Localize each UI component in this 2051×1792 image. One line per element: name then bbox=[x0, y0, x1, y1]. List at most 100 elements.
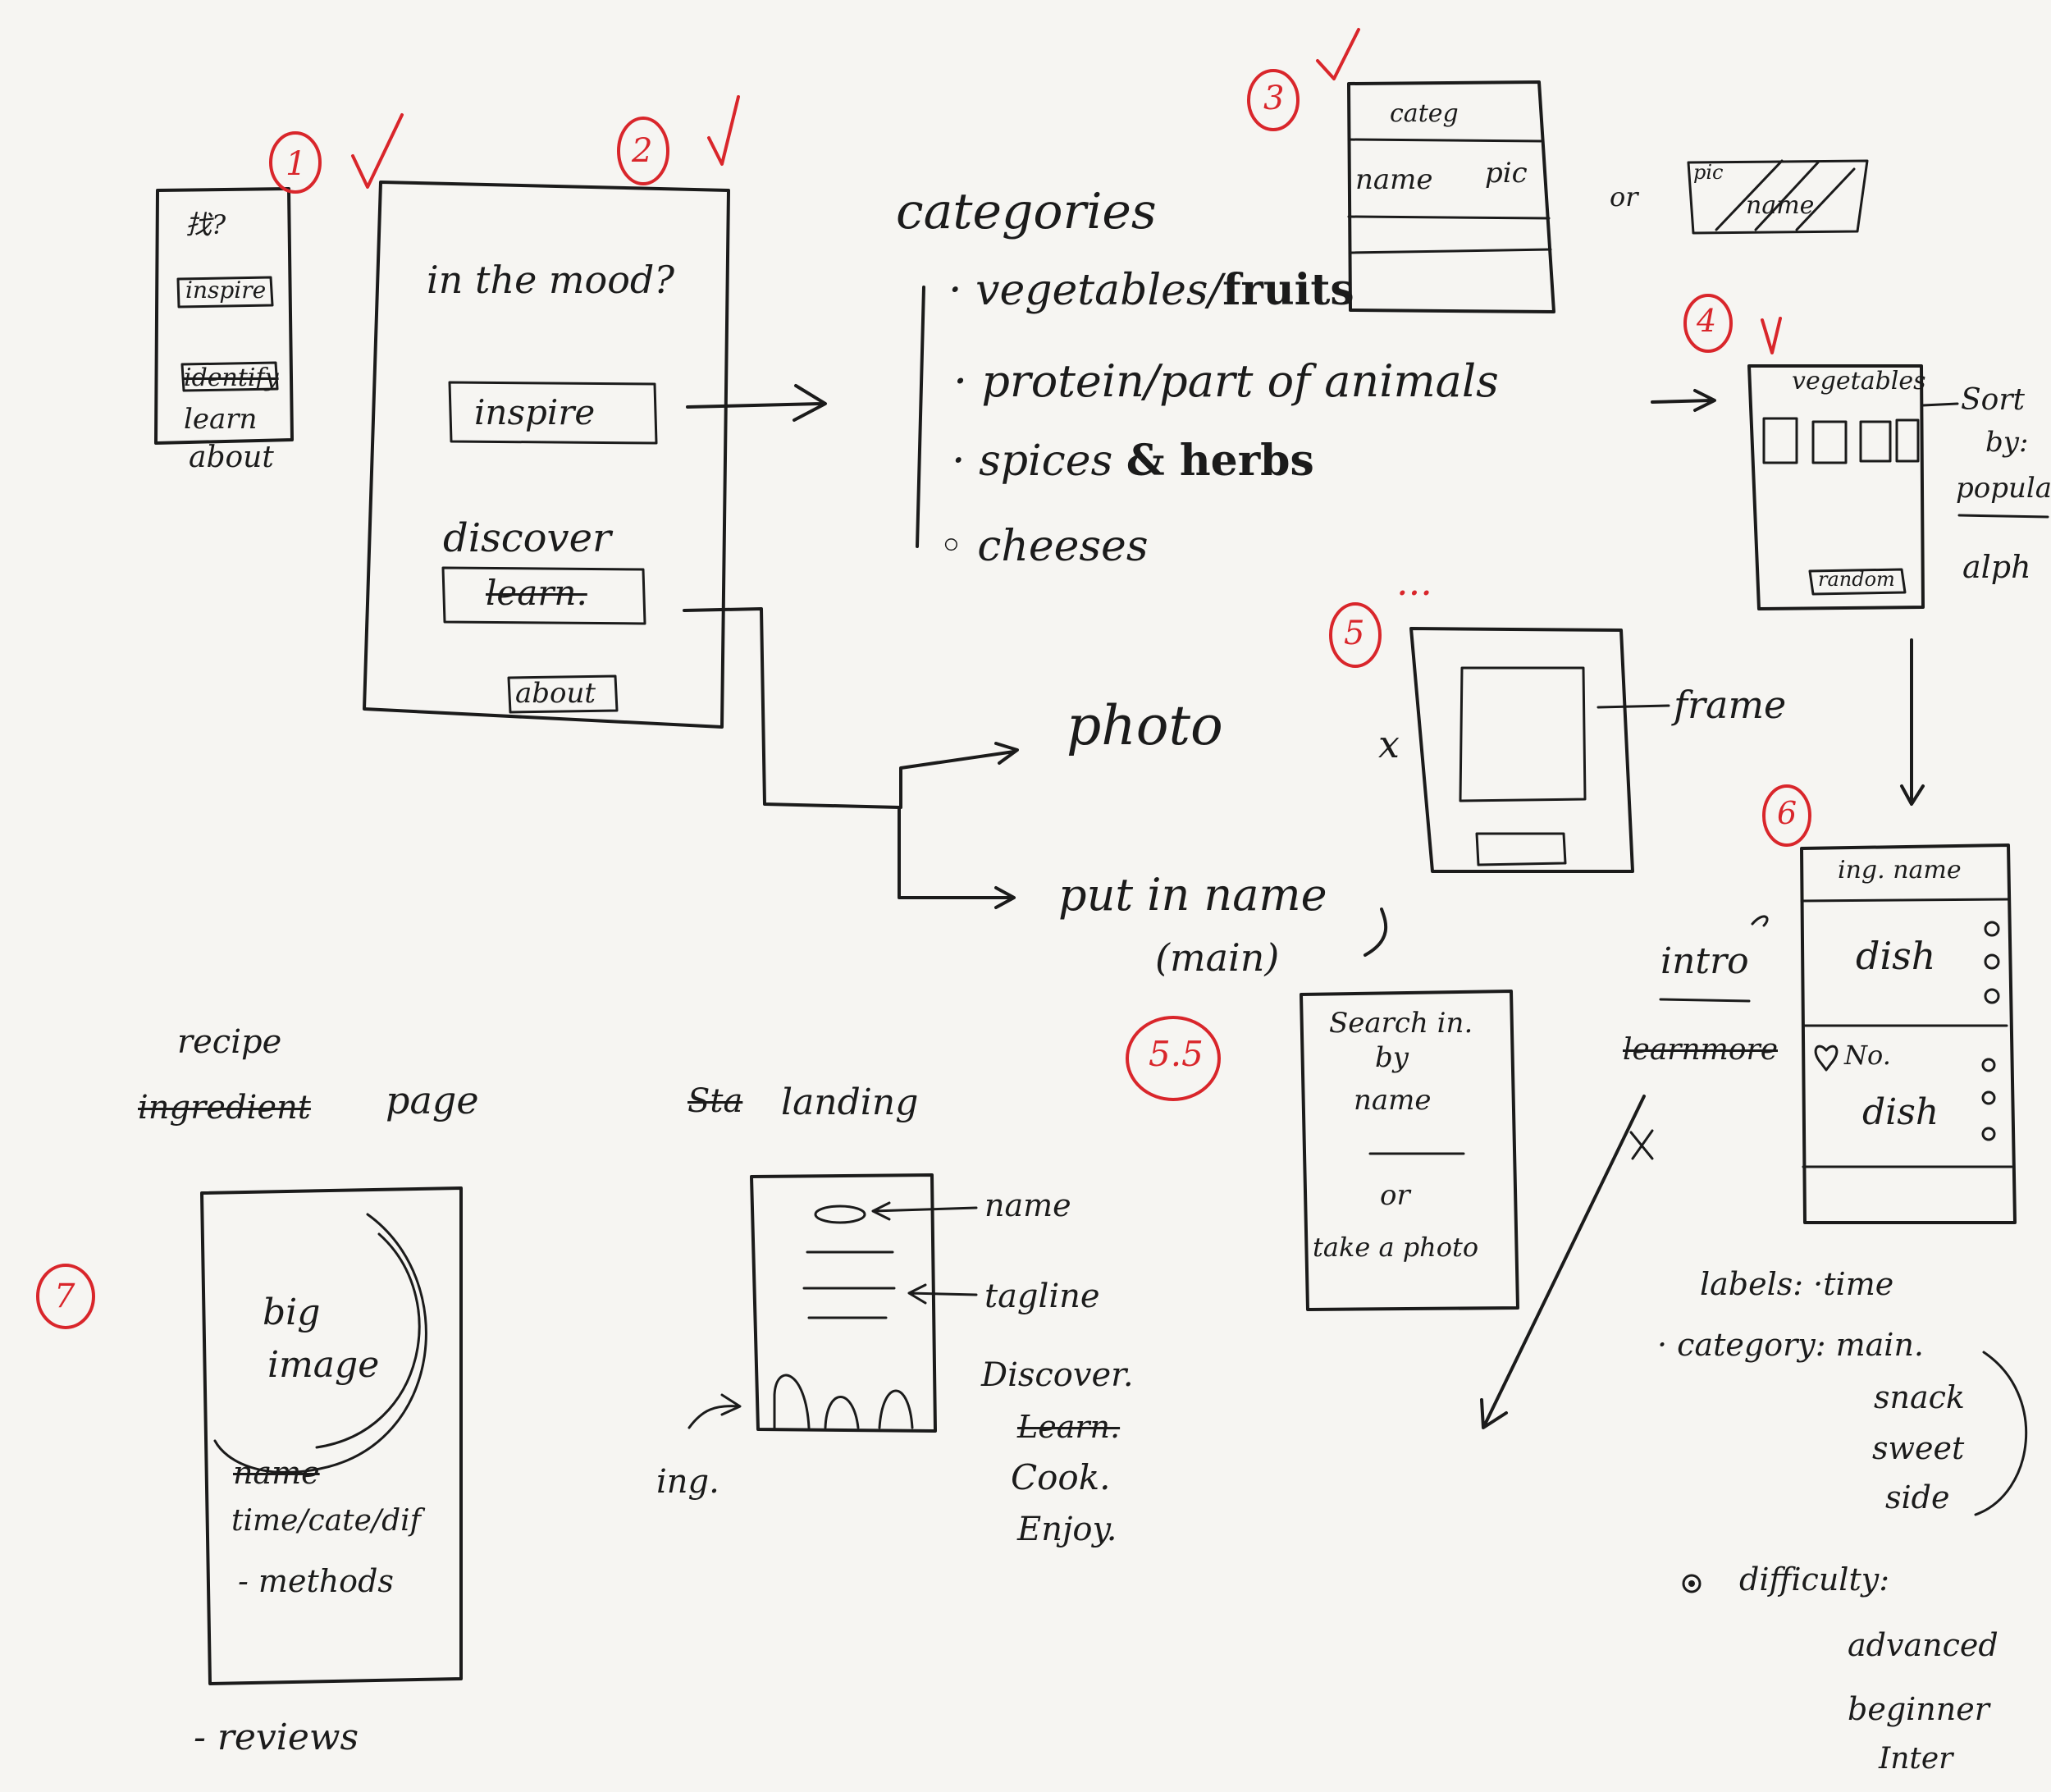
landing-learn: Learn. bbox=[1017, 1409, 1121, 1445]
landing-phone-outline bbox=[750, 1173, 937, 1433]
step3-or-label: or bbox=[1610, 181, 1638, 213]
landing-ing-label: ing. bbox=[656, 1463, 719, 1501]
step2-number: 2 bbox=[632, 132, 653, 170]
category-item-spices: · spices & herbs bbox=[952, 436, 1314, 486]
step55-name-input[interactable]: name bbox=[1354, 1084, 1432, 1117]
photo-option: photo bbox=[1067, 694, 1223, 757]
step4-sort-leader bbox=[1921, 402, 1959, 407]
intro-underline bbox=[1659, 998, 1751, 1003]
step1-number: 1 bbox=[285, 145, 307, 183]
category-item-bold: fruits bbox=[1222, 265, 1354, 315]
step6-intro-label: intro bbox=[1660, 940, 1749, 982]
step3-pic-label: pic bbox=[1485, 157, 1528, 190]
labels-category-title: category: bbox=[1677, 1327, 1826, 1363]
check-mark-icon bbox=[1316, 28, 1360, 80]
step55-search-outline bbox=[1300, 990, 1519, 1311]
check-mark-icon bbox=[1761, 317, 1782, 354]
step3-number-circle bbox=[1247, 69, 1300, 131]
step2-title: in the mood? bbox=[427, 258, 675, 302]
step1-about-button[interactable]: about bbox=[189, 441, 274, 474]
difficulty-bullet-dot bbox=[1688, 1580, 1695, 1587]
step6-learnmore-label: learnmore bbox=[1623, 1033, 1778, 1067]
step55-take-photo-button[interactable]: take a photo bbox=[1313, 1232, 1479, 1263]
step1-identify-label: identify bbox=[184, 363, 279, 392]
main-to-search-link bbox=[1364, 907, 1388, 957]
connector-learn-to-photo-and-name bbox=[683, 607, 1019, 909]
step2-inspire-button[interactable]: inspire bbox=[474, 392, 596, 432]
arrow-categories-to-step4 bbox=[1651, 389, 1716, 412]
step4-number-circle bbox=[1683, 294, 1733, 353]
step6-dish-number: No. bbox=[1844, 1040, 1891, 1071]
step3-list-outline bbox=[1347, 80, 1555, 313]
step1-inspire-button[interactable]: inspire bbox=[185, 277, 267, 304]
step3-alt-pic-label: pic bbox=[1693, 161, 1724, 184]
step6-dish-1[interactable]: dish bbox=[1856, 934, 1936, 978]
labels-category-sweet: sweet bbox=[1872, 1430, 1965, 1466]
arrow-step6-to-recipe bbox=[1480, 1095, 1646, 1429]
recipe-image-label: image bbox=[267, 1344, 380, 1386]
step5-close-icon[interactable]: x bbox=[1378, 722, 1400, 766]
category-item-text: vegetables/ bbox=[975, 266, 1223, 315]
step6-number: 6 bbox=[1777, 795, 1797, 831]
step6-dish-2[interactable]: dish bbox=[1862, 1091, 1939, 1133]
step4-header: vegetables bbox=[1792, 367, 1926, 395]
step55-number: 5.5 bbox=[1149, 1034, 1204, 1074]
step4-number: 4 bbox=[1697, 303, 1717, 339]
main-label: (main) bbox=[1155, 935, 1280, 980]
step4-random-button[interactable]: random bbox=[1818, 568, 1895, 591]
intro-bracket bbox=[1751, 915, 1769, 927]
landing-tagline-arrow bbox=[907, 1283, 978, 1305]
step3-header: categ bbox=[1390, 99, 1459, 128]
step3-number: 3 bbox=[1263, 80, 1285, 117]
arrow-inspire-to-categories bbox=[686, 384, 827, 422]
labels-category-side: side bbox=[1885, 1479, 1950, 1515]
step55-by-label: by bbox=[1375, 1041, 1409, 1074]
step3-name-label: name bbox=[1355, 163, 1433, 196]
labels-difficulty-beginner: beginner bbox=[1848, 1691, 1989, 1727]
put-in-name-option: put in name bbox=[1058, 869, 1327, 921]
step5-frame-label: frame bbox=[1674, 683, 1787, 727]
landing-discover: Discover. bbox=[981, 1356, 1134, 1394]
labels-category-row: · category: main. bbox=[1657, 1327, 1925, 1363]
step4-sort-popular[interactable]: popular bbox=[1956, 472, 2051, 505]
recipe-methods-label: - methods bbox=[238, 1563, 394, 1599]
recipe-title-struck: ingredient bbox=[138, 1089, 311, 1127]
category-item-cheeses: ◦ cheeses bbox=[939, 522, 1149, 571]
arrow-step4-to-step6 bbox=[1900, 638, 1925, 806]
recipe-big-label: big bbox=[263, 1291, 321, 1333]
step1-learn-button[interactable]: learn bbox=[184, 403, 258, 436]
labels-category-snack: snack bbox=[1874, 1379, 1965, 1415]
step6-detail-outline bbox=[1800, 843, 2017, 1224]
step2-number-circle bbox=[617, 117, 669, 185]
step2-discover-label: discover bbox=[443, 515, 611, 561]
step5-dots: ... bbox=[1396, 560, 1432, 604]
step5-frame-leader bbox=[1596, 704, 1670, 709]
category-item-text: cheeses bbox=[977, 522, 1149, 571]
step1-question-label: 找? bbox=[185, 209, 226, 240]
landing-ing-arrow bbox=[687, 1393, 742, 1429]
labels-difficulty-inter: Inter bbox=[1879, 1742, 1953, 1776]
step4-sort-alph[interactable]: alph bbox=[1962, 549, 2031, 585]
labels-category-bracket bbox=[1974, 1351, 2028, 1516]
step6-header: ing. name bbox=[1838, 856, 1962, 885]
check-mark-icon bbox=[707, 95, 740, 166]
category-item-protein: · protein/part of animals bbox=[953, 355, 1499, 407]
step2-about-button[interactable]: about bbox=[515, 677, 596, 710]
landing-tagline-label: tagline bbox=[984, 1278, 1100, 1315]
category-item-text: spices bbox=[979, 437, 1126, 486]
labels-title-text: labels: bbox=[1700, 1266, 1804, 1302]
step2-phone-outline bbox=[363, 181, 730, 729]
categories-bracket bbox=[916, 286, 925, 548]
landing-enjoy: Enjoy. bbox=[1017, 1511, 1117, 1548]
step3-alt-name-label: name bbox=[1746, 191, 1815, 220]
step2-learn-button[interactable]: learn. bbox=[486, 573, 587, 613]
landing-title-struck: Sta bbox=[687, 1082, 743, 1120]
difficulty-bullet-icon bbox=[1682, 1574, 1702, 1593]
landing-title: landing bbox=[781, 1081, 919, 1123]
labels-title: labels: ·time bbox=[1700, 1266, 1894, 1302]
step5-number: 5 bbox=[1344, 615, 1365, 652]
landing-name-arrow bbox=[871, 1201, 978, 1221]
categories-title: categories bbox=[896, 183, 1157, 240]
